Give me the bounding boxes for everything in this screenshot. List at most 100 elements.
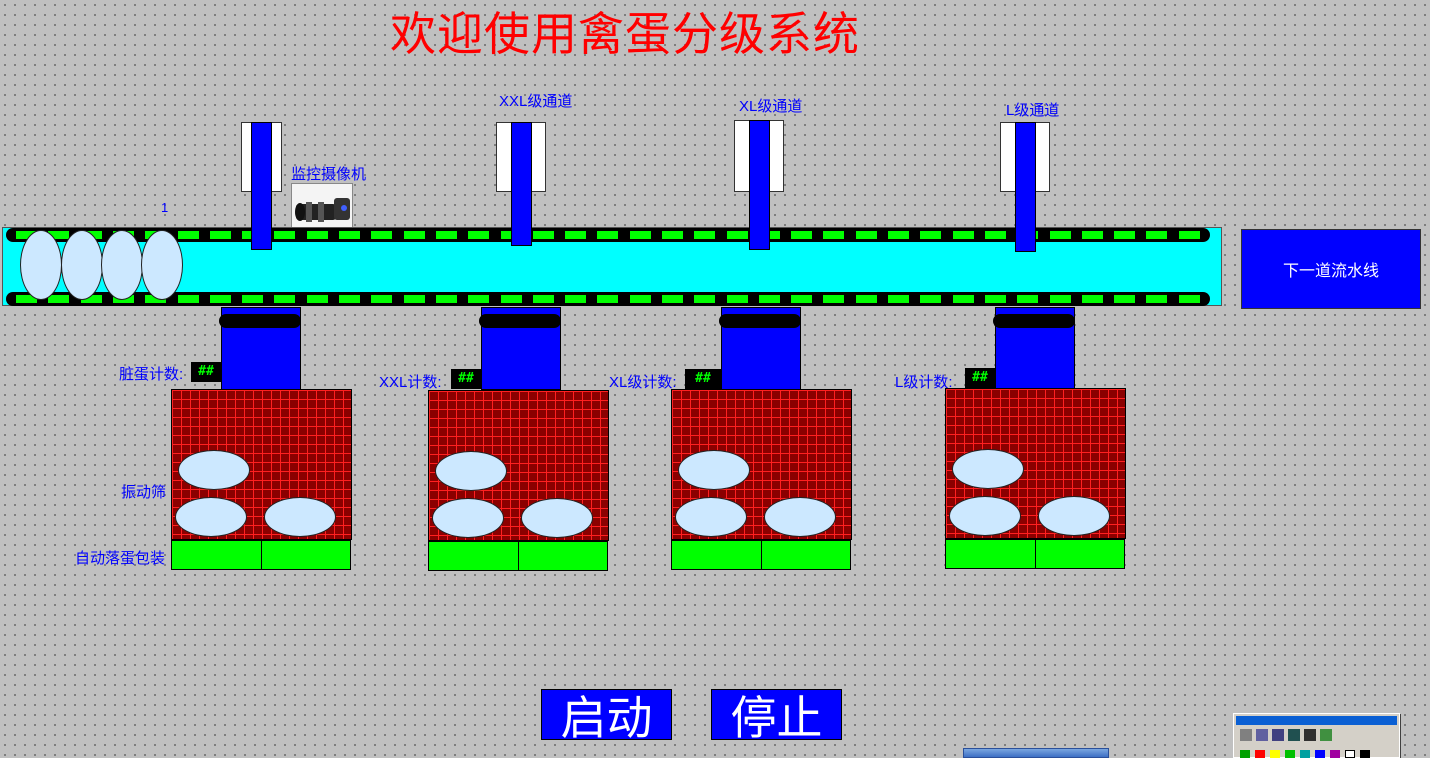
chain-link [630, 295, 651, 303]
chain-link [694, 295, 715, 303]
chain-link [468, 231, 489, 239]
vibrating-screen-label: 振动筛 [121, 484, 167, 501]
fill-tool-icon[interactable] [1256, 729, 1268, 741]
color-swatch[interactable] [1315, 750, 1325, 758]
conveyor-chain-bottom [6, 292, 1210, 306]
chain-link [178, 231, 199, 239]
chain-link [727, 295, 748, 303]
chain-link [759, 295, 780, 303]
chain-link [1114, 295, 1135, 303]
chain-link [888, 231, 909, 239]
chain-link [242, 295, 263, 303]
color-swatch[interactable] [1270, 750, 1280, 758]
xxl-count-label: XXL计数: [379, 374, 442, 391]
color-swatch[interactable] [1240, 750, 1250, 758]
page-title: 欢迎使用禽蛋分级系统 [390, 7, 860, 61]
chain-link [662, 231, 683, 239]
bin-egg [435, 451, 507, 491]
bin-egg [432, 498, 504, 538]
chain-link [791, 295, 812, 303]
chain-link [339, 295, 360, 303]
packing-divider [761, 540, 762, 570]
color-swatch[interactable] [1255, 750, 1265, 758]
pusher-rod-camera [251, 122, 272, 250]
bin-egg [521, 498, 593, 538]
chain-link [694, 231, 715, 239]
chain-link [630, 231, 651, 239]
xxl-count-display: ## [451, 369, 481, 389]
xxl-channel-label: XXL级通道 [499, 93, 573, 110]
chain-link [1082, 231, 1103, 239]
chain-link [16, 231, 37, 239]
color-swatch[interactable] [1360, 750, 1370, 758]
conveyor-egg [141, 230, 183, 300]
dirty-count-display: ## [191, 362, 221, 382]
chain-link [501, 295, 522, 303]
chain-link [1146, 295, 1167, 303]
pusher-rod-xxl [511, 122, 532, 246]
packing-divider [518, 541, 519, 571]
chain-link [1179, 231, 1200, 239]
bin-egg [678, 450, 750, 490]
conveyor-egg [101, 230, 143, 300]
text-tool-icon[interactable] [1288, 729, 1300, 741]
next-line-box: 下一道流水线 [1241, 229, 1421, 309]
hopper-cap [993, 314, 1075, 328]
l-count-display: ## [965, 368, 995, 388]
chain-link [1114, 231, 1135, 239]
chain-link [307, 295, 328, 303]
pusher-rod-l [1015, 122, 1036, 252]
chain-link [436, 231, 457, 239]
bin-egg [949, 496, 1021, 536]
bin-egg [1038, 496, 1110, 536]
color-swatch[interactable] [1285, 750, 1295, 758]
auto-packing-label: 自动落蛋包装 [75, 550, 166, 567]
chain-link [145, 295, 166, 303]
minimized-window-tab[interactable] [963, 748, 1109, 758]
start-button[interactable]: 启动 [541, 689, 672, 745]
chain-link [920, 295, 941, 303]
chain-link [81, 295, 102, 303]
chain-link [274, 295, 295, 303]
color-swatch[interactable] [1330, 750, 1340, 758]
color-swatch[interactable] [1300, 750, 1310, 758]
chain-link [565, 231, 586, 239]
select-tool-icon[interactable] [1304, 729, 1316, 741]
chain-link [823, 295, 844, 303]
chain-link [178, 295, 199, 303]
chain-link [371, 295, 392, 303]
chain-link [856, 295, 877, 303]
tool-palette-titlebar[interactable] [1236, 716, 1397, 725]
tool-palette-tools[interactable] [1240, 729, 1340, 741]
grid-tool-icon[interactable] [1320, 729, 1332, 741]
color-swatch[interactable] [1345, 750, 1355, 758]
bin-egg [675, 497, 747, 537]
pencil-tool-icon[interactable] [1240, 729, 1252, 741]
chain-link [274, 231, 295, 239]
chain-link [210, 295, 231, 303]
chain-link [339, 231, 360, 239]
chain-link [16, 295, 37, 303]
bin-egg [264, 497, 336, 537]
l-count-label: L级计数: [895, 374, 953, 391]
bin-egg [764, 497, 836, 537]
chain-link [1082, 295, 1103, 303]
packing-divider [1035, 539, 1036, 569]
chain-link [1050, 295, 1071, 303]
chain-link [1050, 231, 1071, 239]
chain-link [468, 295, 489, 303]
tool-palette-colors[interactable] [1240, 750, 1390, 758]
chain-link [985, 295, 1006, 303]
chain-link [920, 231, 941, 239]
conveyor-egg [61, 230, 103, 300]
hopper-cap [719, 314, 801, 328]
egg-count-indicator: 1 [161, 200, 169, 215]
camera-label: 监控摄像机 [291, 166, 367, 183]
line-tool-icon[interactable] [1272, 729, 1284, 741]
chain-link [371, 231, 392, 239]
chain-link [823, 231, 844, 239]
xl-channel-label: XL级通道 [739, 98, 803, 115]
stop-button[interactable]: 停止 [711, 689, 842, 745]
chain-link [953, 231, 974, 239]
pusher-rod-xl [749, 120, 770, 250]
